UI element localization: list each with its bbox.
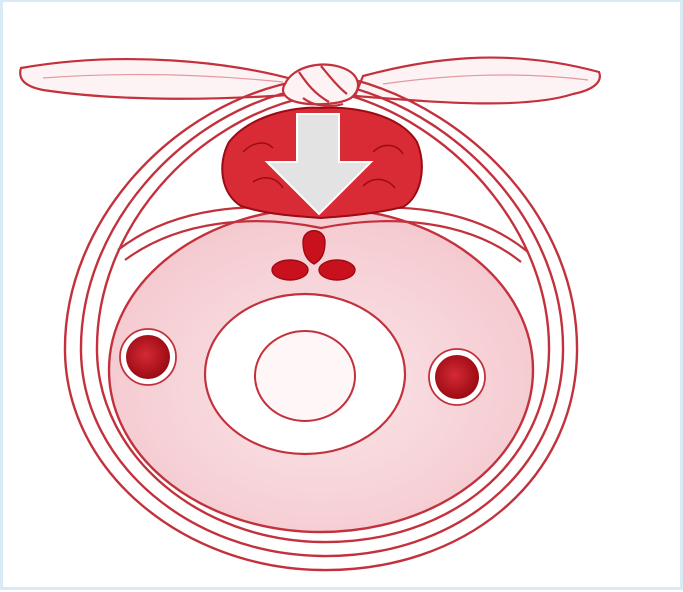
vessel-left [120, 329, 176, 385]
vessel-right [429, 349, 485, 405]
bone-inner [255, 331, 355, 421]
knot-icon [283, 65, 358, 106]
bandage-tail-right [355, 58, 600, 104]
tourniquet-diagram [3, 2, 683, 592]
bandage-tail-left [20, 59, 303, 99]
